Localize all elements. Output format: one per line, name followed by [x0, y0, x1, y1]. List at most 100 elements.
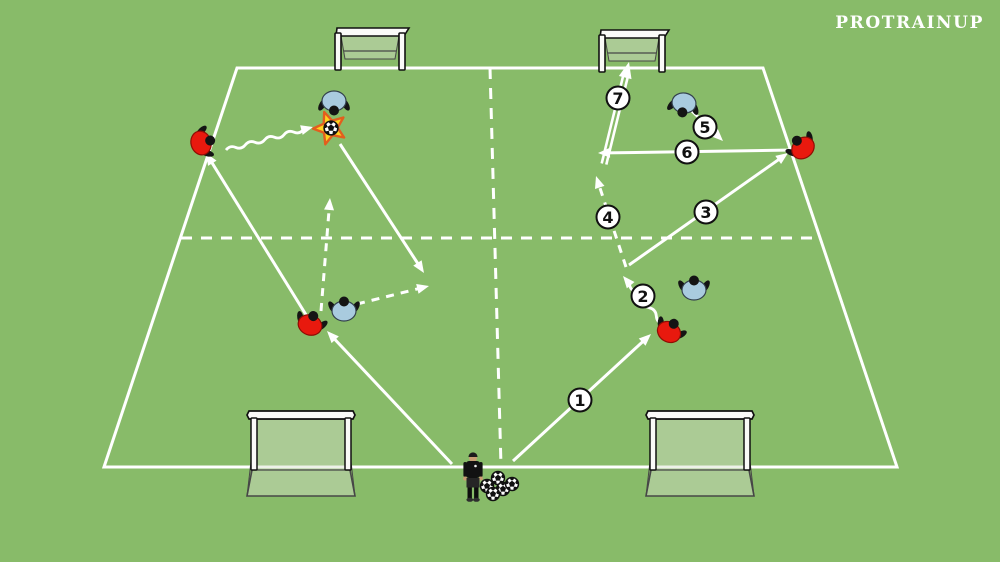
step-badge-number: 1 — [574, 391, 585, 410]
arrowhead — [618, 62, 632, 80]
step-badge-2: 2 — [630, 283, 656, 309]
arrowhead — [413, 260, 424, 273]
step-badge-3: 3 — [693, 199, 719, 225]
coach-hair — [468, 452, 478, 457]
player-head — [339, 296, 349, 307]
arrowhead — [327, 331, 339, 344]
goal-post — [334, 32, 342, 71]
player-head — [308, 311, 319, 322]
goal-small-top-left — [334, 27, 411, 71]
arrow-left-run-defender — [356, 284, 429, 306]
goal-net — [645, 418, 755, 497]
step-badge-circle — [595, 204, 621, 230]
coach-arm — [479, 462, 483, 477]
arrowhead — [324, 198, 335, 211]
player-head — [205, 135, 216, 146]
protrainup-logo: PROTRAINUP — [835, 13, 984, 33]
arrow-left-pass-from-star — [338, 143, 424, 273]
step-badge-number: 7 — [612, 89, 623, 108]
coach-hand — [478, 476, 483, 481]
arrow-shaft — [606, 148, 793, 155]
goal-crossbar — [335, 27, 411, 37]
player-blue-left-top-defender — [318, 90, 350, 116]
coach-arm — [463, 462, 467, 477]
arrowhead — [300, 125, 313, 135]
arrowhead — [638, 334, 651, 346]
coach-leg — [467, 487, 472, 499]
arrowhead — [594, 176, 605, 189]
player-red-right-winger — [785, 131, 815, 160]
coach-shorts — [466, 478, 480, 488]
step-badge-number: 2 — [637, 287, 648, 306]
arrow-left-dribble-to-star — [224, 125, 313, 151]
goal-post — [398, 32, 406, 71]
step-badge-circle — [674, 139, 700, 165]
goal-small-top-right — [598, 29, 671, 73]
step-badge-5: 5 — [692, 114, 718, 140]
step-badge-circle — [693, 199, 719, 225]
player-red-left-winger — [190, 125, 216, 157]
coach-leg — [474, 487, 479, 499]
player-red-left-striker — [297, 311, 328, 336]
player-head — [668, 318, 679, 329]
soccer-ball — [504, 476, 519, 490]
step-badge-number: 3 — [700, 203, 711, 222]
arrowhead — [416, 284, 429, 294]
coach-torso — [466, 461, 480, 478]
step-badge-4: 4 — [595, 204, 621, 230]
step-badge-number: 6 — [681, 143, 692, 162]
arrow-shaft-wavy — [224, 128, 305, 151]
arrow-step-4-run — [594, 176, 628, 268]
arrowhead — [775, 153, 788, 165]
goal-post — [743, 417, 751, 471]
coach-figure — [463, 452, 483, 502]
step-badge-circle — [605, 85, 631, 111]
player-head — [329, 105, 339, 116]
goal-post — [658, 34, 666, 73]
player-red-right-striker — [656, 316, 687, 344]
goal-post — [344, 417, 352, 471]
arrow-left-pass-from-coach — [327, 331, 454, 466]
goal-crossbar — [645, 410, 755, 420]
arrow-shaft — [332, 336, 454, 466]
player-blue-right-top-defender — [667, 92, 699, 118]
arrow-shaft — [356, 286, 421, 306]
goal-large-bottom-left — [246, 410, 356, 497]
coach-shoe — [466, 497, 474, 502]
goal-post — [250, 417, 258, 471]
center-line — [488, 67, 503, 467]
coach-shoe — [473, 497, 480, 502]
arrowhead — [623, 276, 635, 289]
step-badge-number: 4 — [602, 208, 613, 227]
step-badge-number: 5 — [699, 118, 710, 137]
player-blue-right-center-defender — [678, 275, 710, 301]
arrow-shaft — [338, 143, 421, 267]
step-badge-1: 1 — [567, 387, 593, 413]
step-badge-circle — [630, 283, 656, 309]
arrow-shaft — [209, 159, 310, 319]
goal-post — [598, 34, 606, 73]
goal-net — [246, 418, 356, 497]
goal-crossbar — [246, 410, 356, 420]
player-blue-left-center-defender — [328, 296, 360, 322]
arrowhead — [710, 129, 723, 141]
goal-post — [649, 417, 657, 471]
goal-net — [604, 37, 660, 62]
player-head — [689, 275, 699, 286]
goal-large-bottom-right — [645, 410, 755, 497]
step-badge-circle — [567, 387, 593, 413]
arrow-left-pass-to-wing — [206, 153, 310, 319]
step-badge-circle — [692, 114, 718, 140]
field-boundary — [101, 66, 900, 469]
arrow-shaft — [319, 206, 331, 312]
arrow-left-run-striker — [319, 198, 335, 312]
coach-badge — [474, 464, 477, 468]
player-head — [677, 107, 688, 118]
player-head — [791, 135, 802, 146]
goal-net — [340, 35, 400, 60]
arrow-step-7-shot — [600, 62, 632, 165]
coach-hand — [463, 476, 468, 481]
step-badge-7: 7 — [605, 85, 631, 111]
